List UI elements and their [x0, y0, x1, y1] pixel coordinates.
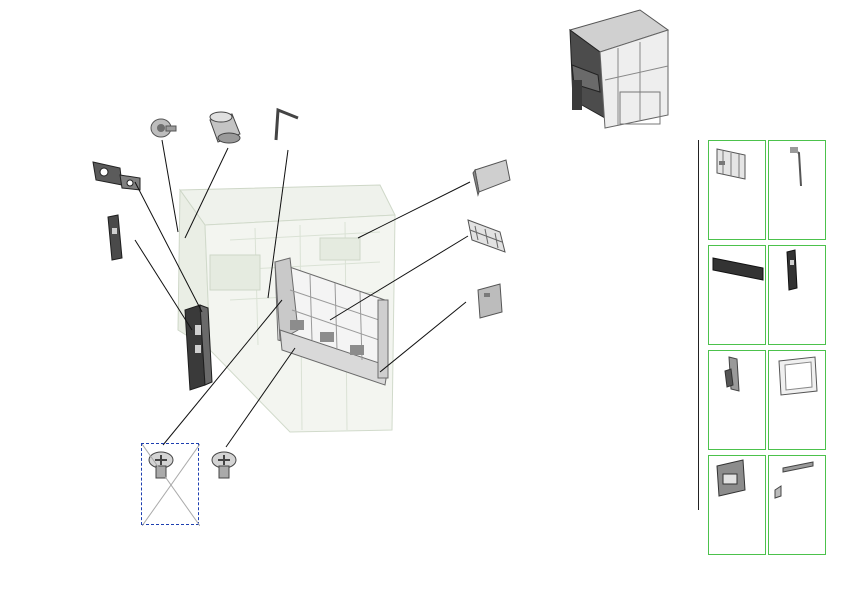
thumbnail-grid	[696, 138, 842, 555]
thumb-rail-image	[774, 461, 814, 499]
thumb-side-cover-image	[786, 249, 798, 291]
thumb-guide-plate-image	[724, 356, 740, 392]
right-cover-part[interactable]	[472, 159, 511, 197]
bracket-part[interactable]	[92, 161, 141, 191]
small-plate-part[interactable]	[107, 214, 123, 261]
thumb-frame-window[interactable]	[768, 350, 826, 450]
overview-model	[568, 9, 670, 129]
right-frame-part[interactable]	[467, 219, 506, 253]
selection-cross	[142, 444, 200, 526]
thumb-side-cover[interactable]	[768, 245, 826, 345]
guide-frame-part[interactable]	[274, 257, 389, 386]
thumb-rail[interactable]	[768, 455, 826, 555]
hex-wrench-part[interactable]	[274, 107, 299, 141]
thumb-flat-panel-image	[712, 257, 764, 281]
parts-thumbnail-panel	[696, 138, 842, 555]
leader-lines	[134, 139, 471, 448]
small-cover-part[interactable]	[477, 283, 503, 319]
thumb-guide-plate[interactable]	[708, 350, 766, 450]
tall-cover-part[interactable]	[184, 304, 213, 391]
bushing-part[interactable]	[209, 111, 241, 144]
screw-a-part[interactable]	[148, 451, 174, 479]
thumb-cover-plate-image	[716, 459, 746, 497]
thumb-frame-window-image	[778, 356, 818, 396]
screw-b-part[interactable]	[211, 451, 237, 479]
thumb-hook-bar-image	[790, 147, 802, 187]
thumb-flat-panel[interactable]	[708, 245, 766, 345]
thumb-guide-frame[interactable]	[708, 140, 766, 240]
thumb-hook-bar[interactable]	[768, 140, 826, 240]
thumb-guide-frame-image	[716, 148, 746, 180]
thumbnail-panel-divider	[698, 140, 699, 510]
selected-screw-box[interactable]	[141, 443, 200, 526]
thumb-cover-plate[interactable]	[708, 455, 766, 555]
knob-part[interactable]	[150, 118, 177, 138]
